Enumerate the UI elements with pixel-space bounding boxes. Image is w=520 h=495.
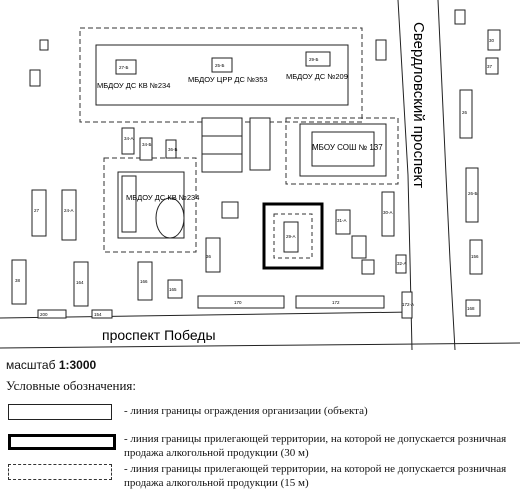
legend-item-30m: - линия границы прилегающей территории, …: [6, 432, 514, 462]
label-sosh137: МБОУ СОШ № 137: [312, 143, 383, 152]
house-number: 29-Б: [309, 57, 319, 62]
house-number: 36: [206, 254, 212, 259]
house-number: 34-А: [124, 136, 134, 141]
house-number: 38: [15, 278, 21, 283]
house-number: 165: [169, 287, 177, 292]
label-dou234-left: МБДОУ ДС КВ №234: [126, 193, 199, 202]
legend-item-fence: - линия границы ограждения организации (…: [6, 402, 514, 422]
legend-text: - линия границы ограждения организации (…: [124, 405, 368, 417]
dou-left-boundary-15m: [103, 157, 197, 253]
house-number: 25-Б: [215, 63, 225, 68]
house-number: 24-А: [64, 208, 74, 213]
dou-block-fence: [95, 44, 349, 106]
school-building: [311, 131, 375, 167]
legend-title: Условные обозначения:: [6, 378, 137, 393]
school-boundary-15m: [285, 117, 399, 185]
building: [115, 59, 137, 75]
house-number: 172-А: [402, 302, 414, 307]
house-number: 26: [462, 110, 468, 115]
house-number: 172: [332, 300, 340, 305]
house-number: 26-Б: [468, 191, 478, 196]
house-number: 31-А: [337, 218, 347, 223]
house-number: 156: [471, 254, 479, 259]
legend-swatch-thin-line: [8, 404, 112, 420]
street-pobedy: проспект Победы: [102, 327, 216, 343]
object-boundary-15m: [273, 213, 313, 259]
legend-text: - линия границы прилегающей территории, …: [124, 433, 507, 459]
legend-swatch-dashed-line: [8, 464, 112, 480]
object-boundary-30m: [262, 202, 324, 270]
house-number: 27: [34, 208, 40, 213]
label-dou234-top: МБДОУ ДС КВ №234: [97, 81, 170, 90]
house-number: 154: [94, 312, 102, 317]
legend-swatch-thick-line: [8, 434, 116, 450]
house-number: 29-А: [286, 234, 296, 239]
legend-item-15m: - линия границы прилегающей территории, …: [6, 462, 514, 492]
house-number: 30: [489, 38, 495, 43]
label-dou353: МБДОУ ЦРР ДС №353: [188, 75, 268, 84]
map-scale: масштаб 1:3000: [6, 358, 96, 372]
house-number: 166: [140, 279, 148, 284]
scale-value: 1:3000: [58, 358, 97, 372]
site-plan-map: МБДОУ ДС КВ №234 МБДОУ ЦРР ДС №353 МБДОУ…: [0, 0, 520, 350]
house-number: 30-А: [383, 210, 393, 215]
school-fence: [299, 123, 387, 177]
house-number: 27-Б: [119, 65, 129, 70]
house-number: 168: [467, 306, 475, 311]
building: [211, 57, 233, 73]
label-dou209: МБДОУ ДС №209: [286, 72, 348, 81]
buildings: [11, 9, 501, 319]
object-building: [283, 221, 299, 253]
house-number: 37: [487, 64, 493, 69]
house-number: 36-Б: [168, 147, 178, 152]
house-number: 164: [76, 280, 84, 285]
house-number: 170: [234, 300, 242, 305]
building: [121, 175, 137, 233]
pobedy-road: [0, 311, 520, 349]
dou-left-fence: [117, 171, 185, 239]
house-number: 34-Б: [142, 142, 152, 147]
building: [305, 51, 331, 67]
scale-prefix: масштаб: [6, 358, 56, 372]
house-number: 32-А: [397, 261, 407, 266]
legend-text: - линия границы прилегающей территории, …: [124, 463, 507, 489]
house-number: 200: [40, 312, 48, 317]
street-sverdlovsky: Свердловский проспект: [410, 22, 427, 188]
